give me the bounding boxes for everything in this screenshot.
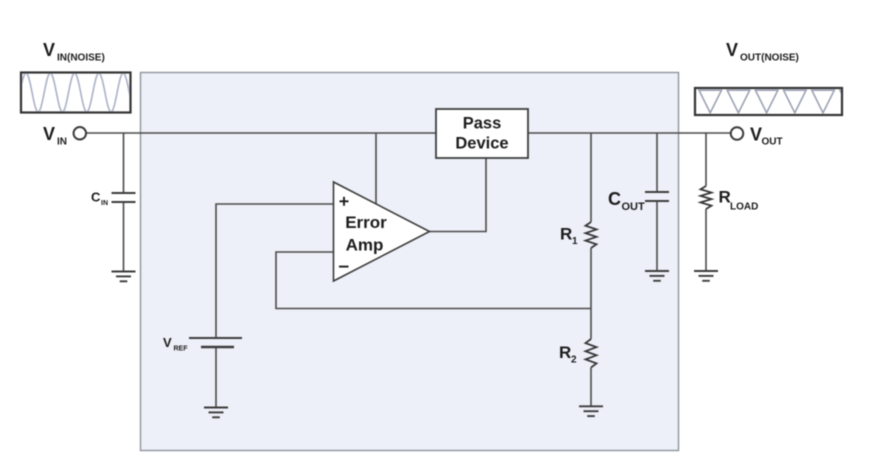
svg-text:IN: IN <box>57 137 67 148</box>
svg-text:IN(NOISE): IN(NOISE) <box>57 53 105 64</box>
svg-text:V: V <box>163 335 172 350</box>
svg-text:REF: REF <box>174 346 189 353</box>
svg-text:OUT: OUT <box>762 137 783 148</box>
svg-text:OUT(NOISE): OUT(NOISE) <box>740 53 799 64</box>
svg-text:V: V <box>750 125 762 145</box>
svg-text:V: V <box>726 40 738 60</box>
svg-text:Device: Device <box>455 135 508 153</box>
svg-text:1: 1 <box>572 236 578 247</box>
svg-text:IN: IN <box>101 200 108 207</box>
svg-text:Pass: Pass <box>463 115 502 133</box>
svg-text:2: 2 <box>571 355 577 366</box>
svg-text:V: V <box>43 40 55 60</box>
svg-text:LOAD: LOAD <box>730 202 758 213</box>
svg-text:V: V <box>43 124 55 144</box>
svg-text:R: R <box>559 343 571 362</box>
svg-text:R: R <box>719 188 731 207</box>
svg-text:Error: Error <box>345 213 387 232</box>
svg-text:R: R <box>560 225 572 244</box>
svg-text:Amp: Amp <box>346 236 384 255</box>
svg-text:C: C <box>608 189 621 209</box>
svg-text:OUT: OUT <box>622 201 646 213</box>
svg-text:C: C <box>91 190 101 205</box>
